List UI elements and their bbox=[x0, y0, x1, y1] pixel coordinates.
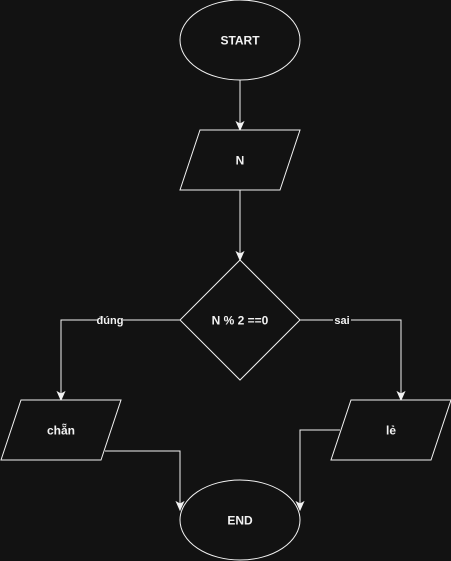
input-parallelogram bbox=[179, 129, 301, 191]
condition-label: N % 2 ==0 bbox=[212, 314, 269, 328]
input-node[interactable]: N bbox=[179, 129, 301, 191]
arrowhead-start-to-input bbox=[235, 120, 245, 132]
even-node[interactable]: chẵn bbox=[0, 399, 122, 461]
odd-parallelogram bbox=[330, 399, 451, 461]
arrowhead-odd-to-end bbox=[295, 500, 305, 512]
edge-condition-to-odd bbox=[300, 319, 402, 394]
odd-label: lẻ bbox=[386, 424, 396, 438]
connectors bbox=[56, 80, 406, 512]
start-label: START bbox=[220, 34, 260, 48]
arrowhead-input-to-condition bbox=[235, 250, 245, 262]
condition-diamond bbox=[179, 259, 301, 381]
start-node[interactable]: START bbox=[179, 0, 301, 81]
edge-label-false: sai bbox=[334, 315, 349, 327]
odd-node[interactable]: lẻ bbox=[330, 399, 451, 461]
arrowhead-even-to-end bbox=[175, 500, 185, 512]
edge-label-true: đúng bbox=[97, 315, 124, 327]
condition-node[interactable]: N % 2 ==0 bbox=[179, 259, 301, 381]
even-label: chẵn bbox=[47, 423, 75, 438]
start-ellipse bbox=[179, 0, 301, 81]
input-label: N bbox=[236, 154, 245, 168]
end-label: END bbox=[227, 514, 253, 528]
arrowhead-condition-to-odd bbox=[396, 390, 406, 402]
false-label-background bbox=[333, 314, 351, 327]
end-ellipse bbox=[179, 479, 301, 561]
true-label-background bbox=[97, 314, 123, 327]
edge-even-to-end bbox=[105, 450, 181, 504]
even-parallelogram bbox=[0, 399, 122, 461]
edge-labels: đúng sai bbox=[97, 314, 351, 327]
end-node[interactable]: END bbox=[179, 479, 301, 561]
edge-condition-to-even bbox=[60, 319, 180, 394]
edge-odd-to-end bbox=[299, 429, 340, 504]
arrowhead-condition-to-even bbox=[56, 390, 66, 402]
